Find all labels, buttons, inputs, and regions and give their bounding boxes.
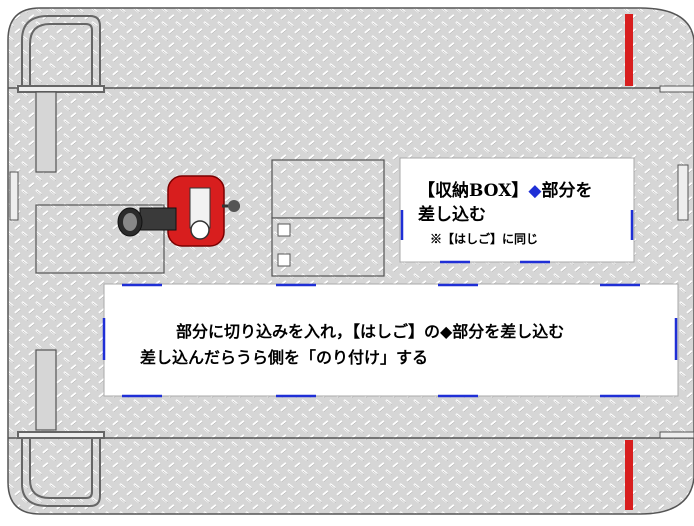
- main-note-panel: [103, 283, 679, 397]
- storage-box-upper: [271, 159, 385, 219]
- right-top-bracket: [659, 85, 694, 93]
- storage-box-note-line3: ※【はしご】に同じ: [430, 232, 539, 246]
- storage-box-note-title-label: 【収納BOX】: [418, 181, 529, 201]
- bottom-left-rail: [17, 431, 105, 507]
- right-side-handle: [677, 164, 689, 221]
- box-latch-bottom: [277, 253, 291, 267]
- storage-box-note-line2: 差し込む: [418, 205, 486, 225]
- right-bottom-bracket: [659, 431, 694, 439]
- left-lower-rail: [35, 349, 57, 431]
- pump-equipment: [117, 175, 240, 247]
- diamond-mark: ◆: [528, 181, 542, 201]
- storage-box-note-title-rest: 部分を: [541, 181, 593, 201]
- left-upper-rail: [35, 91, 57, 173]
- main-note-line2: 差し込んだらうら側を「のり付け」する: [140, 348, 429, 367]
- storage-box-lower: [271, 217, 385, 277]
- left-side-handle: [9, 171, 19, 221]
- box-latch-top: [277, 223, 291, 237]
- top-left-rail: [17, 15, 105, 93]
- storage-box-note-blue-marks: [400, 210, 634, 264]
- storage-box-note-title: 【収納BOX】◆部分を: [418, 176, 592, 201]
- red-marker-top: [625, 14, 633, 86]
- storage-box-note-panel: [399, 157, 635, 263]
- main-note-line1: 部分に切り込みを入れ，【はしご】の◆部分を差し込む: [176, 322, 565, 341]
- red-marker-bottom: [625, 440, 633, 510]
- main-note-blue-marks: [102, 283, 678, 398]
